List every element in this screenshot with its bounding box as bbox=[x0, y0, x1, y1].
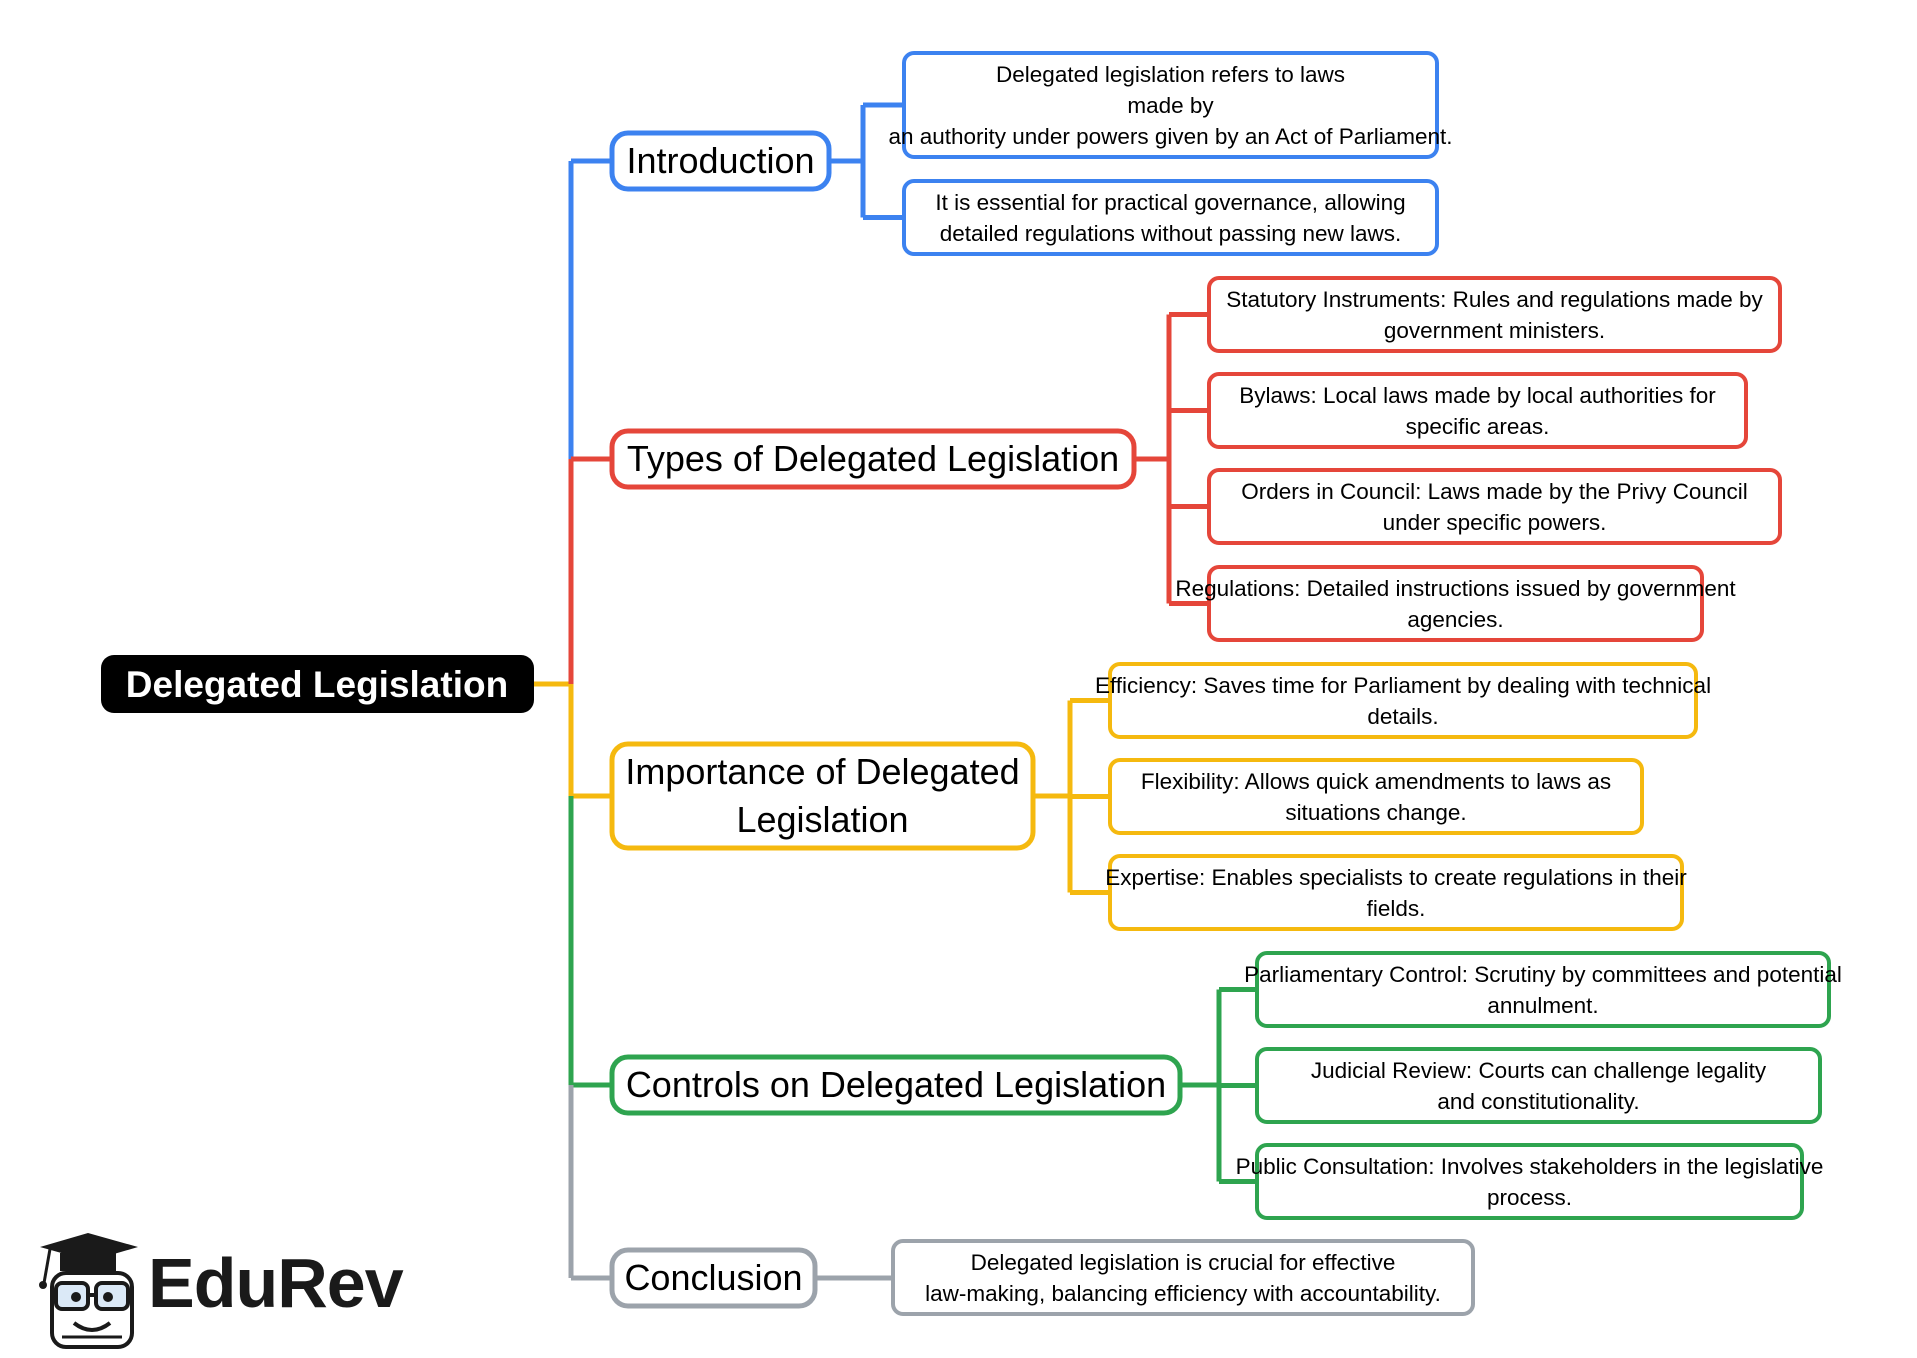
logo-text: EduRev bbox=[148, 1244, 404, 1322]
leaf-text: It is essential for practical governance… bbox=[935, 190, 1405, 215]
leaf-node: Judicial Review: Courts can challenge le… bbox=[1255, 1047, 1822, 1124]
leaf-text: Parliamentary Control: Scrutiny by commi… bbox=[1244, 962, 1842, 987]
root-node: Delegated Legislation bbox=[101, 655, 534, 713]
leaf-text: specific areas. bbox=[1406, 414, 1550, 439]
leaf-text: detailed regulations without passing new… bbox=[940, 221, 1402, 246]
leaf-node: Delegated legislation is crucial for eff… bbox=[891, 1239, 1475, 1316]
leaf-text: under specific powers. bbox=[1383, 510, 1607, 535]
leaf-text: and constitutionality. bbox=[1437, 1089, 1639, 1114]
leaf-node: Parliamentary Control: Scrutiny by commi… bbox=[1244, 951, 1842, 1028]
graduation-cap-mascot-icon bbox=[39, 1233, 138, 1349]
leaf-text: fields. bbox=[1367, 896, 1426, 921]
branch-label: Legislation bbox=[736, 799, 908, 840]
leaf-text: Flexibility: Allows quick amendments to … bbox=[1141, 769, 1611, 794]
leaf-text: details. bbox=[1367, 704, 1438, 729]
connector-lines bbox=[534, 102, 1257, 1281]
branch-label: Conclusion bbox=[624, 1257, 802, 1298]
leaf-text: Statutory Instruments: Rules and regulat… bbox=[1226, 287, 1763, 312]
leaf-node: Regulations: Detailed instructions issue… bbox=[1175, 565, 1736, 642]
branch-node: Types of Delegated Legislation bbox=[609, 428, 1137, 490]
leaf-node: Public Consultation: Involves stakeholde… bbox=[1236, 1143, 1824, 1220]
leaf-text: Bylaws: Local laws made by local authori… bbox=[1239, 383, 1716, 408]
leaf-node: Flexibility: Allows quick amendments to … bbox=[1108, 758, 1644, 835]
leaf-node: Statutory Instruments: Rules and regulat… bbox=[1207, 276, 1782, 353]
leaf-text: government ministers. bbox=[1384, 318, 1605, 343]
leaf-node: Bylaws: Local laws made by local authori… bbox=[1207, 372, 1748, 449]
edurev-logo: EduRev bbox=[10, 1225, 404, 1353]
branch-node: Conclusion bbox=[609, 1247, 818, 1309]
leaf-node: Efficiency: Saves time for Parliament by… bbox=[1095, 662, 1711, 739]
leaf-node: Expertise: Enables specialists to create… bbox=[1105, 854, 1687, 931]
leaf-node: Delegated legislation refers to laws made… bbox=[888, 51, 1453, 159]
branch-node: Introduction bbox=[609, 130, 832, 192]
leaf-text: Delegated legislation is crucial for eff… bbox=[971, 1250, 1396, 1275]
leaf-text: made by bbox=[1127, 93, 1214, 118]
leaf-text: an authority under powers given by an Ac… bbox=[888, 124, 1452, 149]
leaf-node: Orders in Council: Laws made by the Priv… bbox=[1207, 468, 1782, 545]
branch-label: Types of Delegated Legislation bbox=[627, 438, 1119, 479]
leaf-text: process. bbox=[1487, 1185, 1572, 1210]
leaf-text: situations change. bbox=[1285, 800, 1466, 825]
leaf-text: Efficiency: Saves time for Parliament by… bbox=[1095, 673, 1711, 698]
leaf-text: agencies. bbox=[1407, 607, 1503, 632]
root-label: Delegated Legislation bbox=[126, 664, 508, 705]
branch-label: Controls on Delegated Legislation bbox=[626, 1064, 1166, 1105]
leaf-text: annulment. bbox=[1487, 993, 1598, 1018]
leaf-text: Delegated legislation refers to laws bbox=[996, 62, 1345, 87]
leaf-text: law-making, balancing efficiency with ac… bbox=[925, 1281, 1441, 1306]
leaf-text: Expertise: Enables specialists to create… bbox=[1105, 865, 1687, 890]
leaf-text: Public Consultation: Involves stakeholde… bbox=[1236, 1154, 1824, 1179]
leaf-text: Regulations: Detailed instructions issue… bbox=[1175, 576, 1736, 601]
branch-label: Importance of Delegated bbox=[625, 751, 1019, 792]
leaf-text: Orders in Council: Laws made by the Priv… bbox=[1241, 479, 1747, 504]
branch-node: Controls on Delegated Legislation bbox=[609, 1054, 1183, 1116]
leaf-node: It is essential for practical governance… bbox=[902, 179, 1439, 256]
leaf-text: Judicial Review: Courts can challenge le… bbox=[1311, 1058, 1767, 1083]
branch-label: Introduction bbox=[626, 140, 814, 181]
